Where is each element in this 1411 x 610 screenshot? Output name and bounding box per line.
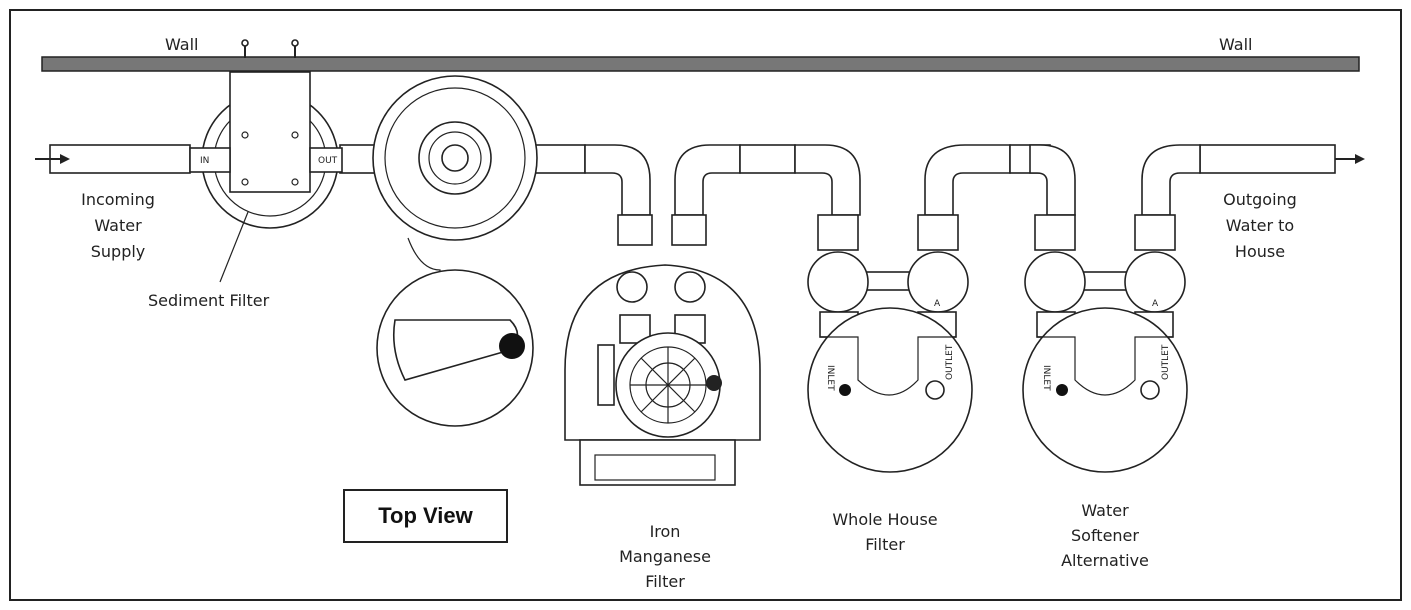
- holding-tank: [372, 75, 538, 295]
- wall-screw-icon: [241, 39, 299, 58]
- sediment-filter: IN OUT: [189, 71, 343, 229]
- svg-text:Supply: Supply: [91, 242, 146, 261]
- inflow-arrow-icon: [35, 154, 70, 164]
- softener-valve-mark: A: [1152, 299, 1159, 309]
- svg-text:Alternative: Alternative: [1061, 551, 1149, 570]
- svg-text:Water: Water: [94, 216, 142, 235]
- softener-inlet-mark: INLET: [1041, 365, 1051, 391]
- wall-bar: [41, 56, 1360, 72]
- whole-house-label: Whole House Filter: [832, 510, 937, 554]
- iron-manganese-filter: [564, 214, 761, 486]
- wall-label-left: Wall: [165, 35, 199, 54]
- svg-text:Softener: Softener: [1071, 526, 1139, 545]
- wall-label-right: Wall: [1219, 35, 1253, 54]
- svg-text:Whole House: Whole House: [832, 510, 937, 529]
- svg-text:Water to: Water to: [1226, 216, 1294, 235]
- svg-text:Iron: Iron: [650, 522, 681, 541]
- sediment-in-mark: IN: [200, 156, 209, 166]
- whole-house-outlet-mark: OUTLET: [945, 344, 955, 380]
- whole-house-filter: INLET OUTLET A: [794, 144, 1011, 473]
- sediment-leader-line: [219, 211, 249, 283]
- svg-text:Outgoing: Outgoing: [1223, 190, 1297, 209]
- iron-filter-label: Iron Manganese Filter: [619, 522, 711, 591]
- svg-text:Filter: Filter: [865, 535, 905, 554]
- softener-label: Water Softener Alternative: [1061, 501, 1149, 570]
- pipe-line: [49, 144, 1336, 174]
- svg-text:Manganese: Manganese: [619, 547, 711, 566]
- svg-text:Water: Water: [1081, 501, 1129, 520]
- sediment-filter-label: Sediment Filter: [148, 291, 270, 310]
- outgoing-label: Outgoing Water to House: [1223, 190, 1297, 261]
- sediment-out-mark: OUT: [318, 156, 338, 166]
- softener-outlet-mark: OUTLET: [1161, 344, 1171, 380]
- figure-frame: [9, 9, 1402, 601]
- svg-text:House: House: [1235, 242, 1285, 261]
- outflow-arrow-icon: [1335, 154, 1365, 164]
- water-softener-alternative: INLET OUTLET A: [1022, 144, 1201, 473]
- valve-knob-detail: [376, 269, 534, 427]
- top-view-title: Top View: [343, 489, 508, 543]
- svg-text:Incoming: Incoming: [81, 190, 155, 209]
- pipe-elbows-iron: [584, 144, 796, 216]
- incoming-label: Incoming Water Supply: [81, 190, 155, 261]
- whole-house-valve-mark: A: [934, 299, 941, 309]
- svg-text:Filter: Filter: [645, 572, 685, 591]
- whole-house-inlet-mark: INLET: [825, 365, 835, 391]
